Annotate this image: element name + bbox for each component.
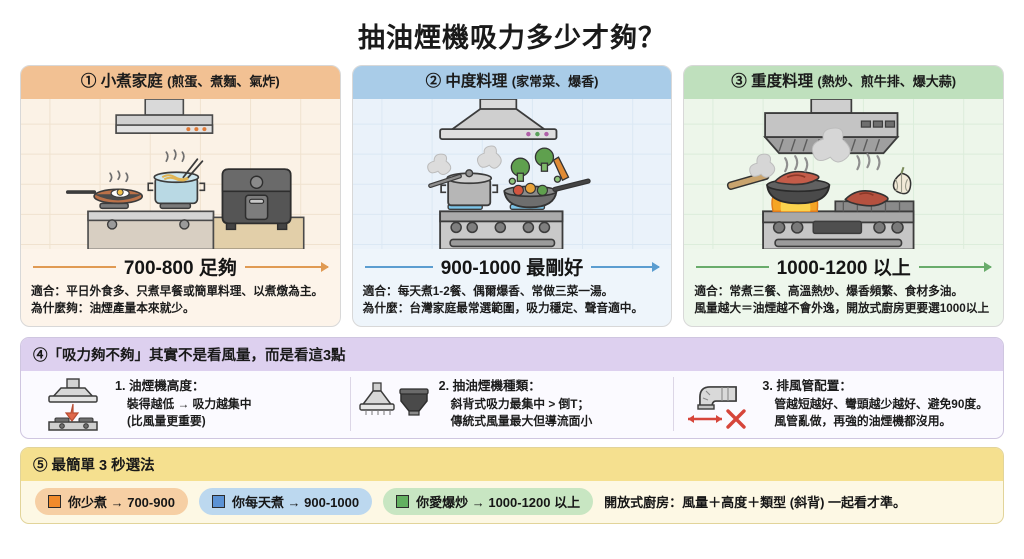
card-2-line-2: 為什麼：台灣家庭最常選範圍，吸力穩定、聲音適中。 (362, 302, 644, 316)
card-2-number: ② (425, 73, 442, 90)
card-3-illustration (684, 98, 1004, 250)
factor-3-title: 3. 排風管配置： (762, 379, 852, 393)
card-1-body: 適合：平日外食多、只煮早餐或簡單料理、以煮燉為主。 為什麼夠：油煙產量本來就少。 (21, 282, 340, 326)
swatch-blue-icon (211, 495, 225, 508)
factor-3-line-3: 風管亂做，再強的油煙機都沒用。 (774, 413, 952, 428)
section-5-pills-row: 你少煮 → 700-900 你每天煮 → 900-1000 你愛爆炒 → 100… (21, 481, 1003, 523)
value-line-left (33, 265, 116, 268)
factor-item-2: 2. 抽油煙機種類： 斜背式吸力最集中 > 倒T； 傳統式風量最大但導流面小 (349, 377, 674, 431)
section-quick-pick: ⑤ 最簡單 3 秒選法 你少煮 → 700-900 你每天煮 → 900-100… (20, 447, 1004, 524)
section-4-columns: 1. 油煙機高度： 裝得越低 → 吸力越集中 (比風量更重要) (21, 371, 1003, 438)
card-1-value: 700-800 足夠 (123, 258, 237, 280)
card-2-line-1: 適合：每天煮1-2餐、偶爾爆香、常做三菜一湯。 (362, 285, 614, 299)
card-1-subtitle: (煎蛋、煮麵、氣炸) (167, 74, 280, 89)
card-medium-cooking: ② 中度料理 (家常菜、爆香) (351, 65, 673, 327)
card-small-cooking: ① 小煮家庭 (煎蛋、煮麵、氣炸) (20, 65, 341, 327)
value-line-left (696, 265, 769, 268)
factor-item-3: 3. 排風管配置： 管越短越好、彎頭越少越好、避免90度。 風管亂做，再強的油煙… (673, 377, 997, 431)
value-line-right-arrow (591, 261, 661, 272)
card-3-value-row: 1000-1200 以上 (684, 249, 1003, 282)
card-3-name: 重度料理 (751, 73, 814, 90)
card-1-value-row: 700-800 足夠 (21, 249, 340, 282)
card-3-line-2: 風量越大＝油煙越不會外逸，開放式廚房更要選1000以上 (694, 302, 990, 316)
card-1-header: ① 小煮家庭 (煎蛋、煮麵、氣炸) (21, 66, 340, 99)
card-3-body: 適合：常煮三餐、高溫熱炒、爆香頻繁、食材多油。 風量越大＝油煙越不會外逸，開放式… (684, 282, 1003, 326)
card-heavy-cooking: ③ 重度料理 (熱炒、煎牛排、爆大蒜) (683, 65, 1005, 327)
swatch-green-icon (396, 495, 410, 508)
factor-1-title: 1. 油煙機高度： (115, 379, 205, 393)
card-2-value: 900-1000 最剛好 (440, 258, 584, 280)
value-line-left (364, 265, 433, 268)
hood-types-icon (358, 377, 433, 431)
card-2-name: 中度料理 (445, 73, 508, 90)
card-2-body: 適合：每天煮1-2餐、偶爾爆香、常做三菜一湯。 為什麼：台灣家庭最常選範圍，吸力… (353, 282, 672, 326)
card-3-header: ③ 重度料理 (熱炒、煎牛排、爆大蒜) (684, 66, 1004, 99)
card-2-value-row: 900-1000 最剛好 (353, 249, 672, 282)
value-line-right-arrow (918, 261, 993, 272)
section-4-heading: ④「吸力夠不夠」其實不是看風量，而是看這3點 (21, 338, 1003, 371)
category-cards: ① 小煮家庭 (煎蛋、煮麵、氣炸) (0, 65, 1024, 327)
factor-3-text: 3. 排風管配置： 管越短越好、彎頭越少越好、避免90度。 風管亂做，再強的油煙… (762, 377, 988, 429)
card-1-line-1: 適合：平日外食多、只煮早餐或簡單料理、以煮燉為主。 (31, 285, 324, 299)
pill-stirfry-cooking[interactable]: 你愛爆炒 → 1000-1200 以上 (383, 488, 594, 515)
section-key-factors: ④「吸力夠不夠」其實不是看風量，而是看這3點 (20, 337, 1004, 439)
swatch-orange-icon (48, 495, 61, 508)
section-5-heading: ⑤ 最簡單 3 秒選法 (21, 448, 1003, 481)
section-5-tail-note: 開放式廚房：風量＋高度＋類型 (斜背) 一起看才準。 (604, 495, 907, 510)
card-1-line-2: 為什麼夠：油煙產量本來就少。 (31, 302, 195, 316)
pill-daily-cooking[interactable]: 你每天煮 → 900-1000 (198, 488, 373, 515)
card-3-line-1: 適合：常煮三餐、高溫熱炒、爆香頻繁、食材多油。 (694, 285, 964, 299)
card-2-illustration (352, 98, 672, 250)
factor-1-text: 1. 油煙機高度： 裝得越低 → 吸力越集中 (比風量更重要) (115, 377, 252, 429)
page-title: 抽油煙機吸力多少才夠？ (358, 23, 666, 53)
factor-item-1: 1. 油煙機高度： 裝得越低 → 吸力越集中 (比風量更重要) (27, 377, 350, 431)
pill-light-cooking[interactable]: 你少煮 → 700-900 (35, 488, 188, 515)
factor-2-line-3: 傳統式風量最大但導流面小 (450, 413, 593, 428)
factor-3-line-2: 管越短越好、彎頭越少越好、避免90度。 (774, 396, 989, 411)
pill-1-label: 你少煮 → 700-900 (68, 495, 175, 510)
card-3-value: 1000-1200 以上 (776, 258, 911, 280)
card-1-name: 小煮家庭 (100, 73, 163, 90)
duct-layout-icon (682, 377, 756, 431)
factor-2-title: 2. 抽油煙機種類： (438, 379, 541, 393)
card-3-subtitle: (熱炒、煎牛排、爆大蒜) (817, 74, 957, 89)
pill-3-label: 你愛爆炒 → 1000-1200 以上 (416, 495, 581, 510)
card-1-illustration (21, 98, 340, 250)
card-3-number: ③ (731, 73, 747, 90)
card-2-subtitle: (家常菜、爆香) (511, 74, 599, 89)
value-line-right-arrow (244, 261, 329, 272)
pill-2-label: 你每天煮 → 900-1000 (231, 495, 360, 510)
card-2-header: ② 中度料理 (家常菜、爆香) (352, 66, 672, 99)
factor-1-line-2: 裝得越低 → 吸力越集中 (127, 396, 252, 411)
hood-height-icon (35, 377, 109, 431)
factor-2-text: 2. 抽油煙機種類： 斜背式吸力最集中 > 倒T； 傳統式風量最大但導流面小 (439, 377, 593, 429)
factor-2-line-2: 斜背式吸力最集中 > 倒T； (450, 396, 590, 411)
factor-1-line-3: (比風量更重要) (127, 413, 206, 428)
card-1-number: ① (80, 73, 97, 90)
